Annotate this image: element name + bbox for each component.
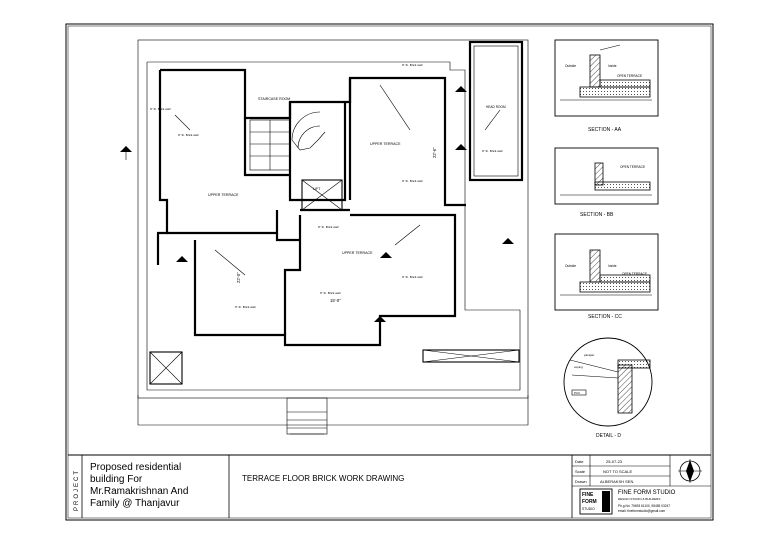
floor-plan: STAIRCASE ROOM UPPER TERRACE UPPER TERRA…: [120, 39, 529, 435]
project-title-line: Family @ Thanjavur: [90, 498, 180, 509]
room-label-headroom: HEAD ROOM: [486, 105, 506, 109]
logo-text-line: FINE: [582, 492, 594, 498]
stair-room-wall: [243, 118, 290, 177]
room-label-upper-terrace-1: UPPER TERRACE: [370, 142, 401, 146]
project-vertical-label: PROJECT: [74, 469, 80, 511]
section-cc-label: OPEN TERRACE: [622, 272, 647, 276]
site-front-boundary: [137, 395, 529, 426]
section-bb-title: SECTION - BB: [580, 212, 614, 218]
wall-note: 9" th. Brick wall: [178, 133, 199, 137]
section-cc-label: Outside: [565, 264, 576, 268]
studio-email: email: fineformstudio@gmail.com: [618, 509, 666, 513]
outer-border: [65, 23, 714, 521]
section-bb: OPEN TERRACE SECTION - BB: [554, 147, 659, 218]
spiral-stair: [291, 111, 321, 141]
section-markers: [120, 86, 514, 322]
scale-value: NOT TO SCALE: [603, 469, 632, 474]
wall-note: 9" th. Brick wall: [402, 179, 423, 183]
entrance-steps: [286, 397, 328, 435]
section-cc-title: SECTION - CC: [588, 314, 622, 320]
parapet-wall-north: [160, 68, 466, 207]
room-label-lift: LIFT: [313, 187, 321, 191]
wall-note: 9" th. Brick wall: [150, 107, 171, 111]
headroom-block: [468, 40, 524, 182]
wall-note: 9" th. Brick wall: [402, 63, 423, 67]
studio-tagline: DESIGN STUDIO & BUILDERS: [618, 497, 660, 501]
wall-note: 9" th. Brick wall: [482, 149, 503, 153]
solar-strip: [422, 349, 520, 363]
detail-d-label: parapet: [584, 353, 594, 357]
north-arrow-icon: [678, 459, 702, 483]
wall-note: 9" th. Brick wall: [402, 275, 423, 279]
detail-d-label: coping: [574, 365, 583, 369]
section-bb-label: OPEN TERRACE: [620, 165, 645, 169]
drawn-label: Drawn: [575, 479, 587, 484]
project-title-line: building For: [90, 474, 143, 485]
slab-edge: [146, 61, 521, 391]
room-label-upper-terrace-2: UPPER TERRACE: [208, 193, 239, 197]
dimension-3: 15'-0": [330, 298, 341, 303]
studio-logo: FINE FORM STUDIO: [579, 488, 613, 515]
section-aa-label: Inside: [608, 64, 617, 68]
section-aa-label: Outside: [565, 64, 576, 68]
detail-d-label: PCC: [574, 391, 581, 395]
detail-d: parapet coping PCC DETAIL - D: [563, 337, 653, 439]
wall-note: 9" th. Brick wall: [318, 225, 339, 229]
section-cc: Outside Inside OPEN TERRACE SECTION - CC: [554, 233, 659, 320]
parapet-wall-south: [193, 213, 457, 347]
room-label-staircase: STAIRCASE ROOM: [258, 97, 290, 101]
section-aa: Outside Inside OPEN TERRACE SECTION - AA: [554, 39, 659, 133]
studio-phone: Ph.g.No: 75693 61100, 98455 03247: [618, 504, 670, 508]
project-title-line: Proposed residential: [90, 462, 181, 473]
logo-text-line: FORM: [582, 499, 597, 505]
project-title-line: Mr.Ramakrishnan And: [90, 486, 188, 497]
wall-note: 9" th. Brick wall: [212, 231, 233, 235]
section-cc-label: Inside: [608, 264, 617, 268]
drawn-value: ALBERAKSH SEN: [600, 479, 633, 484]
dimension-2: 22'-6": [432, 147, 437, 158]
logo-text-line: STUDIO: [582, 507, 595, 511]
dimension-1: 22'-0": [236, 272, 241, 283]
title-block: PROJECT Proposed residential building Fo…: [68, 454, 711, 518]
section-aa-label: OPEN TERRACE: [617, 74, 642, 78]
studio-name: FINE FORM STUDIO: [618, 490, 676, 496]
water-tank: [149, 351, 183, 385]
inner-border: [67, 25, 712, 519]
lift-shaft: [301, 179, 343, 211]
wall-note: 9" th. Brick wall: [235, 305, 256, 309]
detail-d-title: DETAIL - D: [596, 433, 621, 439]
site-boundary: [137, 39, 529, 399]
date-label: Date: [575, 459, 584, 464]
parapet-wall-west: [157, 70, 169, 235]
wall-note: 9" th. Brick wall: [320, 291, 341, 295]
section-aa-title: SECTION - AA: [588, 127, 622, 133]
date-value: 25-07-23: [606, 459, 623, 464]
scale-label: Scale: [575, 469, 586, 474]
room-label-upper-terrace-3: UPPER TERRACE: [342, 251, 373, 255]
drawing-title: TERRACE FLOOR BRICK WORK DRAWING: [242, 474, 404, 483]
